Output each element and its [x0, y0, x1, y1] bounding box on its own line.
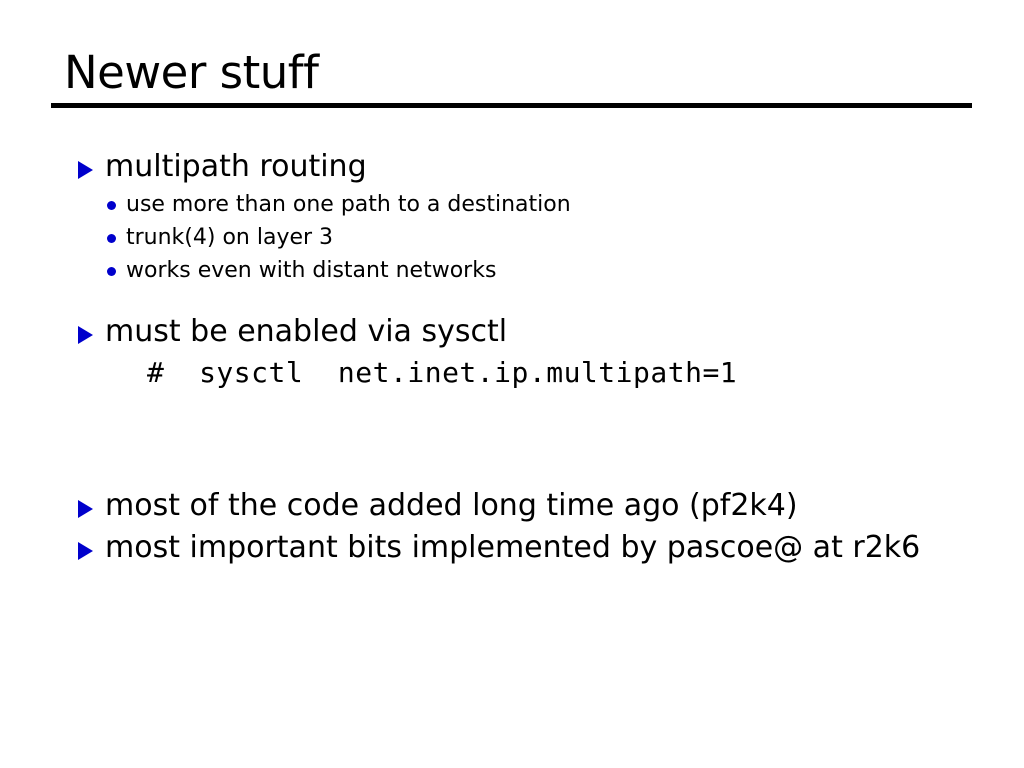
dot-icon — [107, 234, 116, 243]
bullet-item-level1: must be enabled via sysctl — [0, 311, 1024, 353]
bullet-group-history: most of the code added long time ago (pf… — [0, 485, 1024, 569]
bullet-level2-label: trunk(4) on layer 3 — [126, 225, 334, 250]
code-command-line: # sysctl net.inet.ip.multipath=1 — [147, 356, 738, 389]
bullet-item-level1: most important bits implemented by pasco… — [0, 527, 1024, 569]
bullet-item-level2: works even with distant networks — [0, 254, 1024, 287]
bullet-item-level1: most of the code added long time ago (pf… — [0, 485, 1024, 527]
triangle-right-icon — [78, 161, 93, 179]
bullet-level1-label: most of the code added long time ago (pf… — [105, 488, 798, 523]
triangle-right-icon — [78, 326, 93, 344]
dot-icon — [107, 267, 116, 276]
bullet-level2-label: use more than one path to a destination — [126, 192, 571, 217]
dot-icon — [107, 201, 116, 210]
title-underline-rule — [51, 103, 972, 108]
title-block: Newer stuff — [51, 48, 973, 98]
bullet-item-level2: trunk(4) on layer 3 — [0, 221, 1024, 254]
slide-body: multipath routing use more than one path… — [0, 146, 1024, 569]
triangle-right-icon — [78, 500, 93, 518]
bullet-level1-label: most important bits implemented by pasco… — [105, 530, 921, 565]
bullet-group-sysctl: must be enabled via sysctl # sysctl net.… — [0, 311, 1024, 393]
bullet-level1-label: must be enabled via sysctl — [105, 314, 508, 349]
page-title: Newer stuff — [64, 46, 319, 99]
section-spacer — [0, 287, 1024, 311]
triangle-right-icon — [78, 542, 93, 560]
bullet-group-multipath: multipath routing use more than one path… — [0, 146, 1024, 287]
section-spacer — [0, 393, 1024, 485]
bullet-level2-label: works even with distant networks — [126, 258, 497, 283]
bullet-level1-label: multipath routing — [105, 149, 367, 184]
bullet-item-level1: multipath routing — [0, 146, 1024, 188]
bullet-item-level2: use more than one path to a destination — [0, 188, 1024, 221]
